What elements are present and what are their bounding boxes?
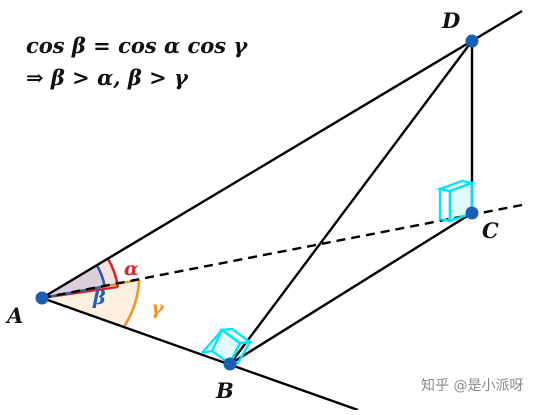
watermark: 知乎 @是小派呀 bbox=[421, 377, 523, 394]
label-b: B bbox=[215, 378, 234, 403]
line-a-d-extended bbox=[41, 9, 523, 300]
line-b-c bbox=[229, 211, 473, 366]
right-angle-marker-b bbox=[201, 327, 254, 366]
point-c bbox=[465, 206, 479, 220]
label-beta: β bbox=[92, 287, 106, 309]
line-b-d bbox=[229, 40, 473, 365]
formula-line-1: cos β = cos α cos γ bbox=[26, 33, 248, 58]
line-a-b-extended bbox=[41, 296, 359, 412]
label-d: D bbox=[441, 8, 461, 33]
label-c: C bbox=[482, 218, 499, 243]
point-b bbox=[223, 357, 237, 371]
gamma-arc bbox=[122, 279, 141, 328]
gamma-sector bbox=[42, 279, 140, 328]
label-alpha: α bbox=[124, 258, 139, 280]
label-gamma: γ bbox=[151, 297, 165, 319]
point-d bbox=[465, 34, 479, 48]
point-a bbox=[35, 291, 49, 305]
formula-line-2: ⇒ β > α, β > γ bbox=[26, 65, 189, 90]
label-a: A bbox=[5, 303, 23, 328]
